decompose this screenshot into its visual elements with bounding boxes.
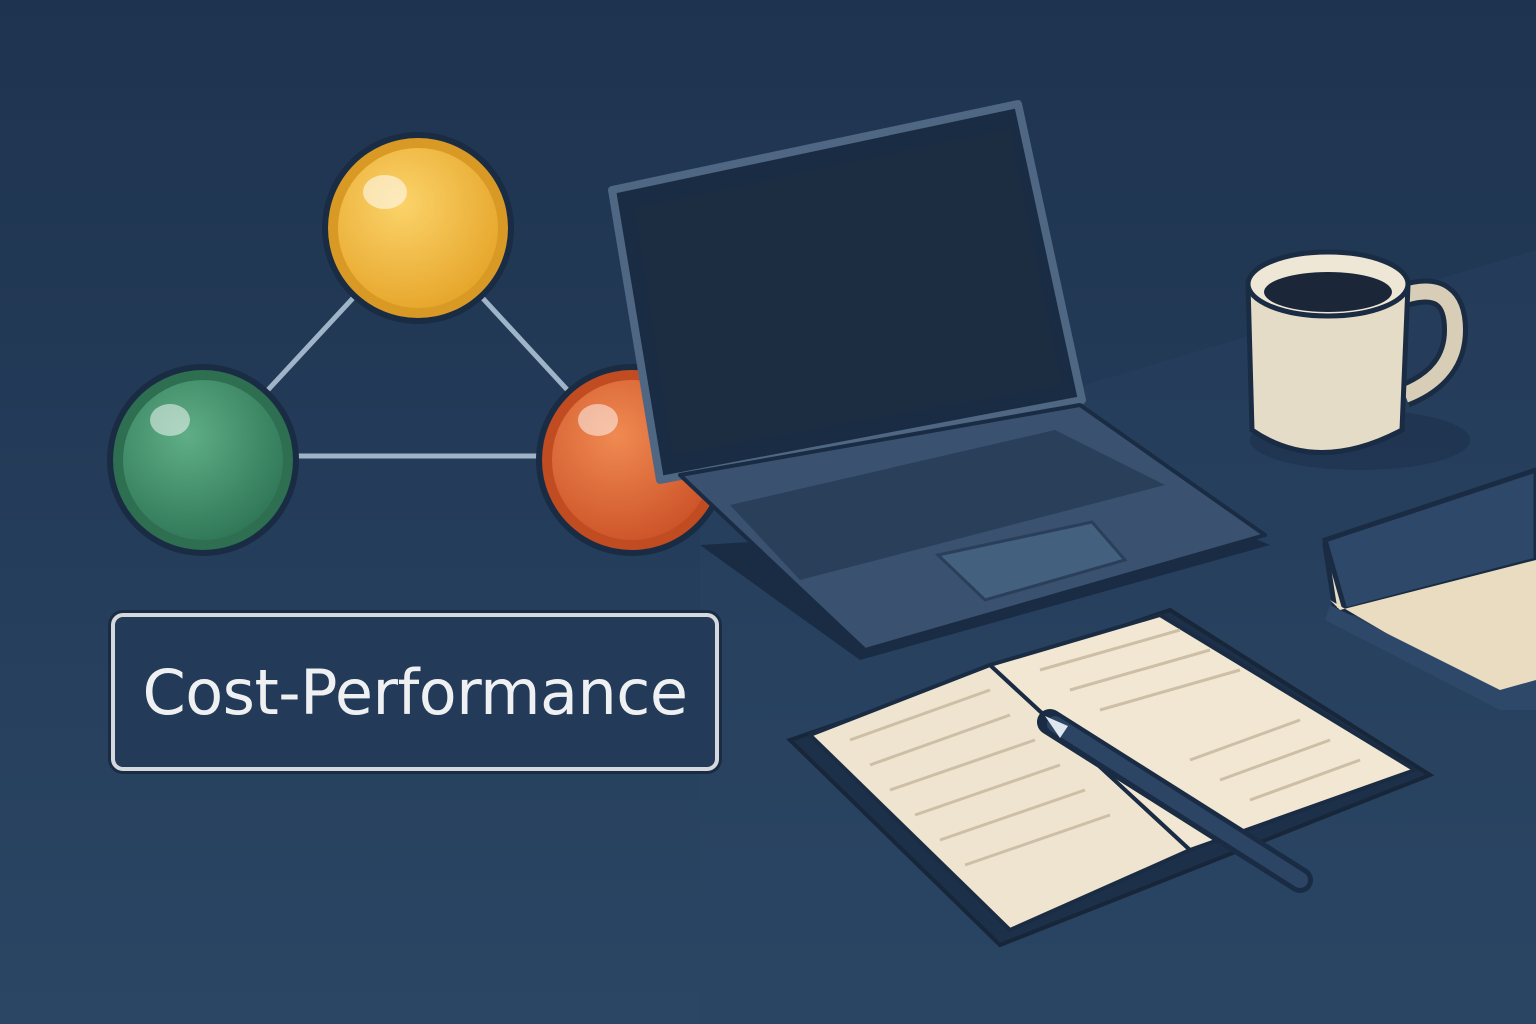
label-text: Cost-Performance [142,655,688,729]
notebook-icon [786,607,1435,948]
laptop-icon [608,100,1270,660]
pen-icon [1037,709,1313,893]
cost-performance-label: Cost-Performance [111,613,719,771]
coffee-mug-icon [1245,249,1470,470]
yellow-node [322,132,514,324]
book-icon [1321,467,1536,710]
green-node [107,364,299,556]
